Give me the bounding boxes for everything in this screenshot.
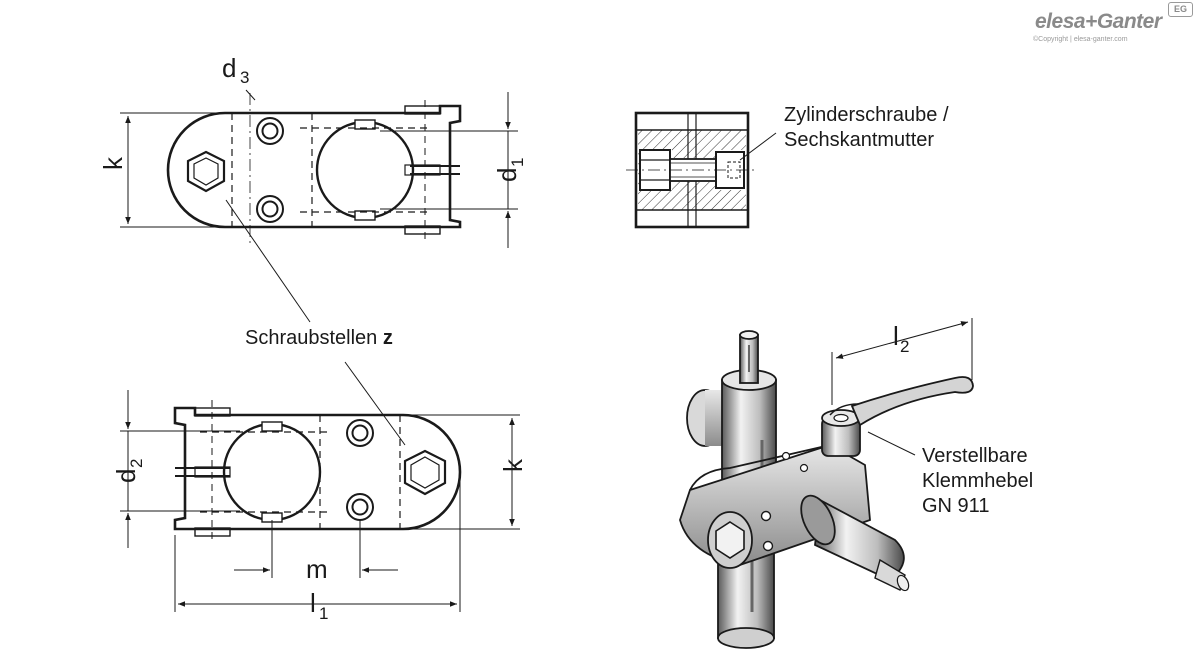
label-cylinder-screw-line1: Zylinderschraube / — [784, 104, 949, 126]
top-view — [166, 93, 462, 245]
label-l2-sub: 2 — [900, 337, 909, 356]
label-l2-main: l — [893, 321, 899, 351]
bottom-view-dimensions — [120, 361, 520, 612]
label-d2-main: d — [111, 469, 141, 483]
logo-badge: EG — [1168, 2, 1193, 17]
label-lever-line2: Klemmhebel — [922, 470, 1033, 492]
label-l1-sub: 1 — [319, 604, 328, 623]
label-d3-main: d — [222, 53, 236, 83]
label-d3-sub: 3 — [240, 68, 249, 87]
label-screw-points: Schraubstellen z — [245, 327, 393, 349]
label-cylinder-screw-line2: Sechskantmutter — [784, 129, 934, 151]
clamp-3d-illustration — [679, 330, 974, 649]
label-l1-main: l — [310, 588, 316, 618]
label-k-bottom: k — [498, 458, 528, 472]
label-lever-line1: Verstellbare — [922, 445, 1028, 467]
label-d1-main: d — [492, 168, 522, 182]
section-view — [626, 111, 777, 229]
bottom-view — [173, 400, 462, 540]
label-d1-sub: 1 — [508, 158, 527, 167]
top-view-dimensions — [120, 89, 518, 323]
brand-logo: elesa+Ganter — [1035, 10, 1162, 33]
label-m: m — [306, 554, 328, 584]
label-k-top: k — [98, 156, 128, 170]
label-d2-sub: 2 — [127, 459, 146, 468]
logo-copyright: ©Copyright | elesa-ganter.com — [1033, 36, 1128, 43]
l2-dimension — [831, 318, 973, 456]
label-lever-line3: GN 911 — [922, 495, 989, 517]
